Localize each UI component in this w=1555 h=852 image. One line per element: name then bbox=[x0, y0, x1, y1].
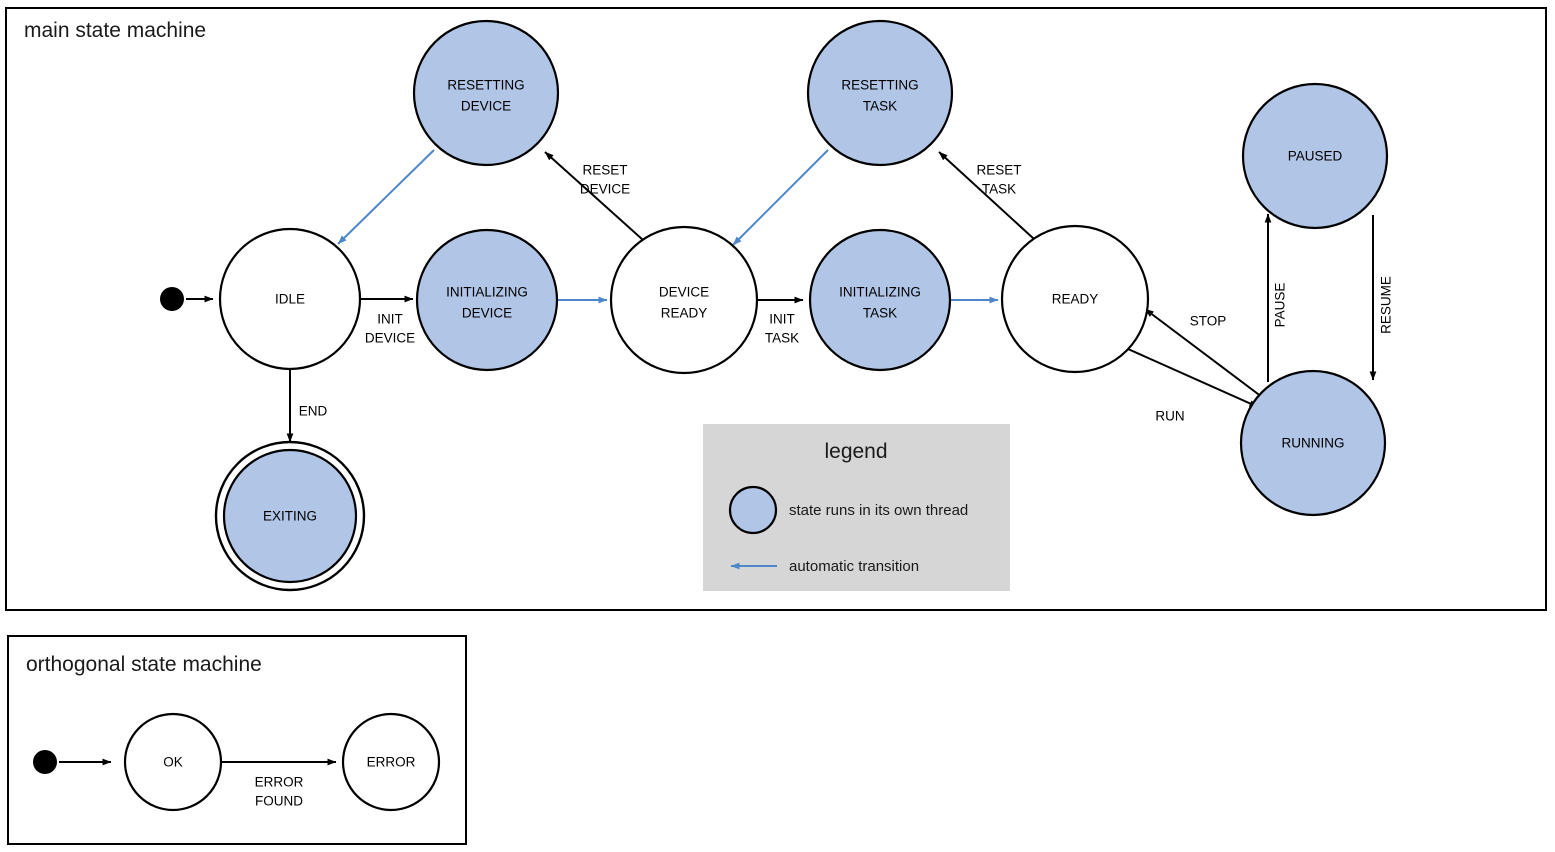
orthogonal-states: OK ERROR bbox=[33, 712, 441, 812]
transition-ready-to-resetting-task bbox=[938, 151, 1035, 240]
transition-resetting-task-to-device-ready bbox=[732, 149, 829, 246]
main-frame-title: main state machine bbox=[24, 19, 206, 42]
state-resetting-task-circle[interactable] bbox=[806, 19, 954, 167]
state-resetting-device-label-line1: RESETTING bbox=[447, 78, 524, 93]
edge-label-run: RUN bbox=[1155, 409, 1184, 424]
state-initializing-device-circle[interactable] bbox=[415, 228, 559, 372]
edge-label-pause: PAUSE bbox=[1273, 283, 1288, 328]
state-ready[interactable]: READY bbox=[1000, 224, 1150, 374]
edge-label-reset-task-line1: RESET bbox=[976, 163, 1021, 178]
state-device-ready-label-line1: DEVICE bbox=[659, 285, 709, 300]
state-ok[interactable]: OK bbox=[123, 712, 223, 812]
state-ready-circle[interactable] bbox=[1000, 224, 1150, 374]
state-idle[interactable]: IDLE bbox=[218, 227, 362, 371]
initial-pseudostate-orthogonal[interactable] bbox=[33, 750, 57, 774]
main-states: RESETTING DEVICE RESETTING TASK PAUSED I… bbox=[160, 19, 1389, 592]
state-ready-label: READY bbox=[1052, 292, 1099, 307]
state-initializing-task-label-line1: INITIALIZING bbox=[839, 285, 921, 300]
state-exiting[interactable]: EXITING bbox=[214, 440, 366, 592]
state-error-label: ERROR bbox=[367, 755, 416, 770]
state-idle-label: IDLE bbox=[275, 292, 305, 307]
state-paused-label: PAUSED bbox=[1288, 149, 1343, 164]
state-exiting-circle[interactable] bbox=[222, 448, 358, 584]
orthogonal-transitions: ERROR FOUND bbox=[59, 758, 337, 809]
state-initializing-device[interactable]: INITIALIZING DEVICE bbox=[415, 228, 559, 372]
initial-pseudostate-main[interactable] bbox=[160, 287, 184, 311]
edge-label-init-device-line2: DEVICE bbox=[365, 331, 415, 346]
legend-item-automatic-transition-label: automatic transition bbox=[789, 558, 919, 575]
state-running[interactable]: RUNNING bbox=[1239, 369, 1387, 517]
main-transitions: INIT DEVICE RESET DEVICE INIT TASK RESET… bbox=[186, 149, 1394, 443]
legend-item-thread-state-label: state runs in its own thread bbox=[789, 502, 968, 519]
state-ok-circle[interactable] bbox=[123, 712, 223, 812]
transition-device-ready-to-resetting-device bbox=[544, 151, 644, 241]
edge-label-init-task-line2: TASK bbox=[765, 331, 799, 346]
state-device-ready-label-line2: READY bbox=[661, 306, 708, 321]
state-exiting-label: EXITING bbox=[263, 509, 317, 524]
state-resetting-device[interactable]: RESETTING DEVICE bbox=[412, 19, 560, 167]
transition-running-to-ready bbox=[1144, 308, 1263, 398]
state-initializing-task-label-line2: TASK bbox=[863, 306, 897, 321]
legend: legend state runs in its own thread auto… bbox=[703, 424, 1010, 591]
state-device-ready[interactable]: DEVICE READY bbox=[609, 225, 759, 375]
state-running-label: RUNNING bbox=[1282, 436, 1345, 451]
edge-label-error-found-line2: FOUND bbox=[255, 794, 303, 809]
edge-label-error-found-line1: ERROR bbox=[255, 775, 304, 790]
state-paused-circle[interactable] bbox=[1241, 82, 1389, 230]
edge-label-resume: RESUME bbox=[1379, 276, 1394, 334]
edge-label-stop: STOP bbox=[1190, 314, 1227, 329]
transition-ready-to-running bbox=[1127, 348, 1259, 408]
transition-resetting-device-to-idle bbox=[337, 149, 435, 245]
edge-label-reset-task-line2: TASK bbox=[982, 182, 1016, 197]
edge-label-end: END bbox=[299, 404, 328, 419]
orthogonal-frame-title: orthogonal state machine bbox=[26, 653, 262, 676]
state-resetting-task-label-line1: RESETTING bbox=[841, 78, 918, 93]
state-resetting-task-label-line2: TASK bbox=[863, 99, 897, 114]
state-initializing-device-label-line2: DEVICE bbox=[462, 306, 512, 321]
legend-title: legend bbox=[824, 440, 887, 463]
edge-label-init-task-line1: INIT bbox=[769, 312, 795, 327]
edge-label-reset-device-line1: RESET bbox=[582, 163, 627, 178]
state-initializing-task-circle[interactable] bbox=[808, 228, 952, 372]
state-resetting-device-circle[interactable] bbox=[412, 19, 560, 167]
state-paused[interactable]: PAUSED bbox=[1241, 82, 1389, 230]
edge-label-init-device-line1: INIT bbox=[377, 312, 403, 327]
state-initializing-device-label-line1: INITIALIZING bbox=[446, 285, 528, 300]
state-device-ready-circle[interactable] bbox=[609, 225, 759, 375]
state-idle-circle[interactable] bbox=[218, 227, 362, 371]
state-resetting-device-label-line2: DEVICE bbox=[461, 99, 511, 114]
state-initializing-task[interactable]: INITIALIZING TASK bbox=[808, 228, 952, 372]
state-running-circle[interactable] bbox=[1239, 369, 1387, 517]
state-error[interactable]: ERROR bbox=[341, 712, 441, 812]
state-error-circle[interactable] bbox=[341, 712, 441, 812]
state-ok-label: OK bbox=[163, 755, 183, 770]
edge-label-reset-device-line2: DEVICE bbox=[580, 182, 630, 197]
state-resetting-task[interactable]: RESETTING TASK bbox=[806, 19, 954, 167]
legend-thread-state-icon bbox=[728, 485, 778, 535]
